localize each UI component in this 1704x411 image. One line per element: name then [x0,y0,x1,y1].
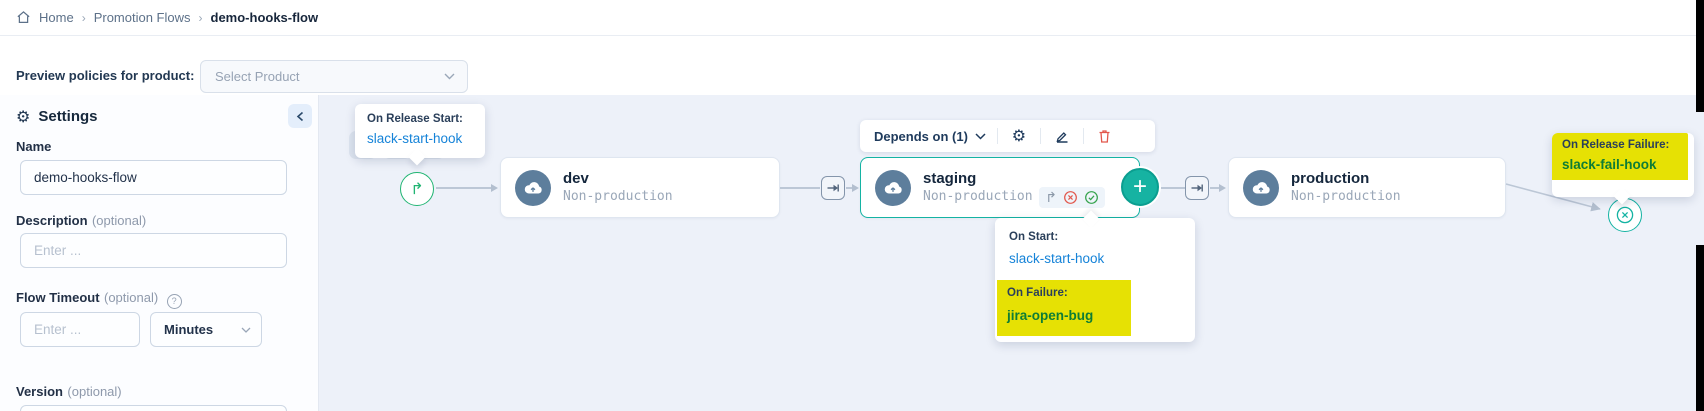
product-select-placeholder: Select Product [215,69,300,84]
chevron-down-icon [444,73,455,80]
timeout-unit-value: Minutes [164,322,214,337]
staging-hooks-tooltip: On Start: slack-start-hook On Failure: j… [995,210,1195,342]
edge-production-end [1505,183,1601,212]
divider [1082,128,1084,144]
product-select[interactable]: Select Product [200,60,468,93]
step-arrow-icon [1191,184,1203,192]
divider [996,128,998,144]
turn-right-icon[interactable]: ↱ [1045,189,1057,206]
release-failure-label: On Release Failure: [1562,139,1670,151]
name-input[interactable] [20,160,287,195]
arrowhead [491,184,498,192]
on-failure-hook-link[interactable]: jira-open-bug [1007,308,1094,323]
name-label: Name [16,139,52,154]
connector-button[interactable] [821,176,845,200]
flow-timeout-label: Flow Timeout (optional) ? [16,289,182,309]
release-start-label: On Release Start: [367,113,463,125]
x-circle-icon [1616,206,1634,224]
staging-hook-indicators: ↱ [1039,187,1105,208]
cloud-icon [884,181,902,193]
node-type: Non-production [923,189,1033,204]
on-start-hook-link[interactable]: slack-start-hook [1009,251,1105,266]
edge-start-dev [436,187,491,189]
node-settings-button[interactable]: ⚙ [1009,126,1029,146]
gear-icon: ⚙ [16,106,31,126]
delete-node-button[interactable] [1095,126,1115,146]
divider [1039,128,1041,144]
cloud-icon [1252,181,1270,193]
release-start-hook-link[interactable]: slack-start-hook [367,131,463,146]
settings-header: ⚙ Settings [16,108,98,125]
breadcrumb-current-flow: demo-hooks-flow [210,10,319,25]
environment-avatar [875,169,911,206]
failure-highlight: On Failure: jira-open-bug [997,280,1131,336]
arrowhead [1219,184,1226,192]
pencil-icon [1056,132,1068,143]
timeout-value-input[interactable] [20,312,140,347]
timeout-unit-select[interactable]: Minutes [150,312,262,347]
environment-node-dev[interactable]: dev Non-production [500,157,780,218]
window-edge-strip [1696,0,1704,112]
edge-staging-connector [1161,187,1185,189]
node-name: dev [563,170,589,187]
breadcrumb-separator: › [198,10,203,25]
environment-avatar [1243,169,1279,206]
release-failure-tooltip: On Release Failure: slack-fail-hook [1552,133,1694,205]
node-type: Non-production [563,189,673,204]
version-input[interactable] [20,405,287,411]
edge-connector-staging [846,187,852,189]
edit-node-button[interactable] [1052,126,1072,146]
node-name: production [1291,170,1370,187]
collapse-panel-button[interactable] [288,104,312,128]
environment-node-production[interactable]: production Non-production [1228,157,1506,218]
node-type: Non-production [1291,189,1401,204]
window-edge-strip [1696,245,1704,411]
release-start-tooltip: On Release Start: slack-start-hook [355,104,485,166]
plus-icon: + [1132,173,1147,200]
step-arrow-icon [827,184,839,192]
gear-icon: ⚙ [1011,126,1027,145]
failure-hook-icon[interactable] [1063,190,1078,205]
home-icon [16,10,31,25]
depends-on-dropdown[interactable]: Depends on (1) [874,129,986,144]
help-icon[interactable]: ? [166,293,182,309]
turn-right-icon: ↱ [410,179,424,198]
flow-end-node[interactable] [1608,198,1642,232]
success-hook-icon[interactable] [1084,190,1099,205]
breadcrumb-separator: › [81,10,86,25]
description-label: Description (optional) [16,213,147,228]
failure-highlight: On Release Failure: slack-fail-hook [1552,133,1688,180]
staging-node-toolbar: Depends on (1) ⚙ [860,120,1155,152]
version-label: Version (optional) [16,384,122,399]
release-failure-hook-link[interactable]: slack-fail-hook [1562,157,1657,172]
settings-title: Settings [38,108,98,125]
chevron-down-icon [241,327,251,333]
description-input[interactable] [20,233,287,268]
edge-connector-production [1210,187,1219,189]
on-start-label: On Start: [1009,231,1059,243]
add-environment-button[interactable]: + [1121,168,1159,206]
breadcrumb: Home › Promotion Flows › demo-hooks-flow [0,0,1704,36]
cloud-icon [524,181,542,193]
environment-node-staging[interactable]: staging Non-production ↱ [860,157,1140,218]
breadcrumb-promotion-flows[interactable]: Promotion Flows [93,10,191,25]
node-name: staging [923,170,977,187]
arrowhead [852,184,859,192]
trash-icon [1099,130,1110,143]
on-failure-label: On Failure: [1007,287,1068,299]
chevron-left-icon [296,111,304,121]
breadcrumb-home[interactable]: Home [39,10,74,25]
environment-avatar [515,169,551,206]
edge-dev-connector [780,187,820,189]
connector-button[interactable] [1185,176,1209,200]
flow-start-node[interactable]: ↱ [400,172,434,206]
chevron-down-icon [975,132,986,140]
preview-policies-label: Preview policies for product: [16,68,195,83]
